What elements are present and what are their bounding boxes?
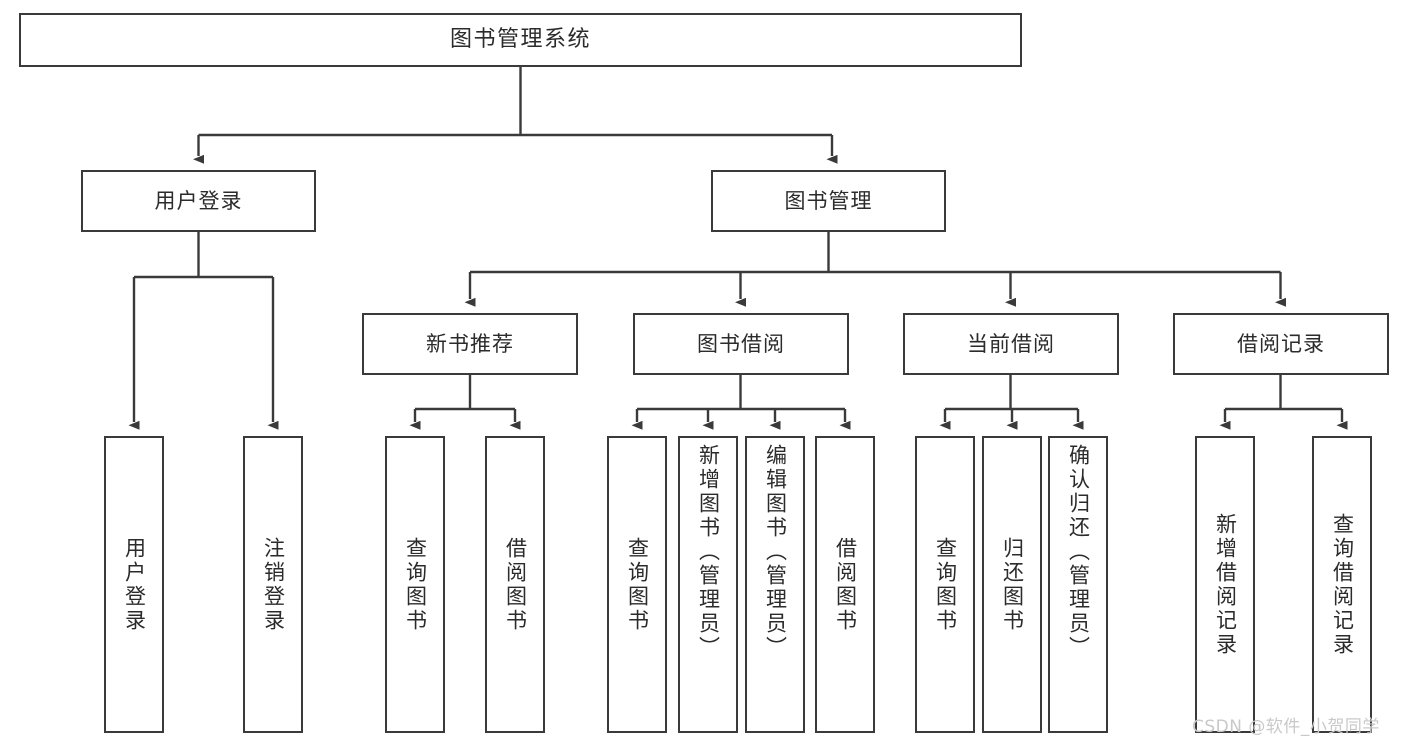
node-current-borrow[interactable]: 当前借阅 xyxy=(903,313,1119,375)
csdn-watermark: CSDN @软件_小贺同学 xyxy=(1192,717,1380,737)
node-leaf-logout-login[interactable]: 注销登录 xyxy=(243,436,303,733)
node-root-book-management-system[interactable]: 图书管理系统 xyxy=(19,13,1022,67)
node-label: 图书借阅 xyxy=(697,331,785,356)
node-label: 借阅图书 xyxy=(503,536,528,633)
node-label: 查询借阅记录 xyxy=(1330,512,1355,657)
node-leaf-add-book-admin[interactable]: 新增图书（管理员） xyxy=(678,436,738,733)
node-label: 确认归还（管理员） xyxy=(1066,444,1091,660)
node-leaf-query-borrow-record[interactable]: 查询借阅记录 xyxy=(1312,436,1372,733)
node-label: 图书管理 xyxy=(784,188,873,213)
node-borrow-record[interactable]: 借阅记录 xyxy=(1173,313,1389,375)
node-leaf-borrow-book[interactable]: 借阅图书 xyxy=(815,436,875,733)
node-leaf-query-book-borrow[interactable]: 查询图书 xyxy=(607,436,667,733)
node-label: 新书推荐 xyxy=(426,331,514,356)
node-user-login[interactable]: 用户登录 xyxy=(81,170,316,232)
node-label: 查询图书 xyxy=(403,536,428,633)
node-label: 用户登录 xyxy=(122,536,147,633)
node-book-borrow[interactable]: 图书借阅 xyxy=(633,313,849,375)
node-leaf-confirm-return-admin[interactable]: 确认归还（管理员） xyxy=(1048,436,1108,733)
node-label: 归还图书 xyxy=(1000,536,1025,633)
node-label: 新增借阅记录 xyxy=(1213,512,1238,657)
node-leaf-query-book-recommend[interactable]: 查询图书 xyxy=(385,436,445,733)
node-label: 借阅记录 xyxy=(1237,331,1325,356)
node-book-management[interactable]: 图书管理 xyxy=(711,170,946,232)
node-label: 借阅图书 xyxy=(833,536,858,633)
node-label: 新增图书（管理员） xyxy=(696,444,721,660)
node-leaf-add-borrow-record[interactable]: 新增借阅记录 xyxy=(1195,436,1255,733)
node-label: 查询图书 xyxy=(625,536,650,633)
node-leaf-borrow-book-recommend[interactable]: 借阅图书 xyxy=(485,436,545,733)
node-label: 当前借阅 xyxy=(967,331,1055,356)
node-label: 查询图书 xyxy=(933,536,958,633)
node-leaf-query-book-current[interactable]: 查询图书 xyxy=(915,436,975,733)
node-new-book-recommend[interactable]: 新书推荐 xyxy=(362,313,578,375)
node-label: 注销登录 xyxy=(261,536,286,633)
node-label: 图书管理系统 xyxy=(449,27,591,53)
node-leaf-return-book[interactable]: 归还图书 xyxy=(982,436,1042,733)
node-label: 编辑图书（管理员） xyxy=(763,444,788,660)
node-leaf-edit-book-admin[interactable]: 编辑图书（管理员） xyxy=(745,436,805,733)
node-label: 用户登录 xyxy=(154,188,243,213)
node-leaf-user-login[interactable]: 用户登录 xyxy=(104,436,164,733)
